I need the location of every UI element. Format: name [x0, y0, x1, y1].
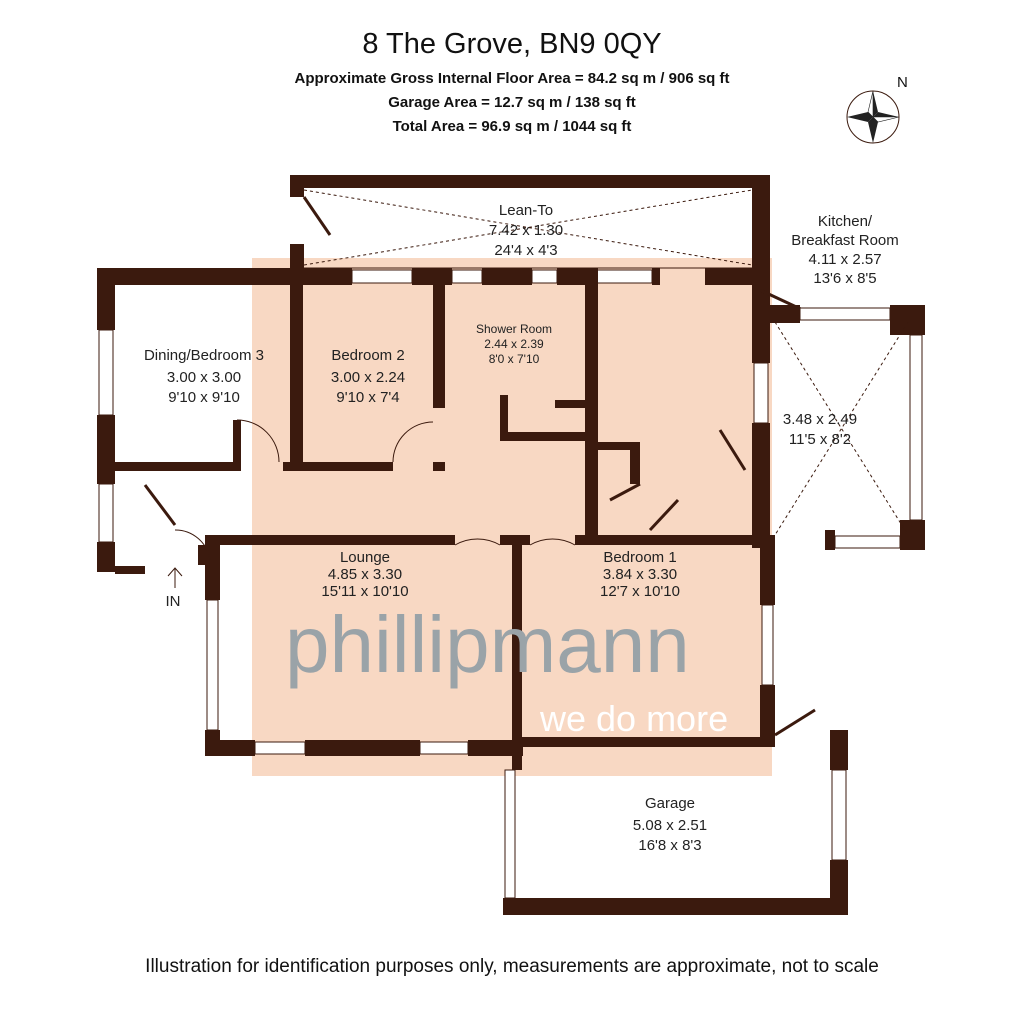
svg-text:11'5 x 8'2: 11'5 x 8'2	[789, 431, 851, 448]
svg-text:12'7 x 10'10: 12'7 x 10'10	[600, 583, 680, 600]
house-walls	[97, 268, 821, 770]
svg-text:7.42 x 1.30: 7.42 x 1.30	[489, 222, 563, 239]
watermark-brand: phillipmann	[285, 600, 690, 689]
room-bedroom-2: Bedroom 2 3.00 x 2.24 9'10 x 7'4	[331, 347, 405, 406]
porch-walls	[115, 529, 218, 574]
room-lounge: Lounge 4.85 x 3.30 15'11 x 10'10	[321, 549, 408, 600]
room-garage: Garage 5.08 x 2.51 16'8 x 8'3	[633, 795, 707, 854]
svg-text:Bedroom 1: Bedroom 1	[603, 549, 676, 566]
svg-text:Breakfast Room: Breakfast Room	[791, 232, 899, 249]
svg-text:Dining/Bedroom 3: Dining/Bedroom 3	[144, 347, 264, 364]
garage-walls	[503, 730, 848, 915]
room-lean-to: Lean-To 7.42 x 1.30 24'4 x 4'3	[489, 202, 563, 259]
garage-area: Garage Area = 12.7 sq m / 138 sq ft	[388, 94, 636, 111]
svg-text:13'6 x 8'5: 13'6 x 8'5	[813, 270, 876, 287]
watermark-tagline: we do more	[539, 698, 728, 739]
conservatory-walls	[770, 305, 925, 550]
lean-to-walls	[290, 175, 770, 290]
svg-text:Kitchen/: Kitchen/	[818, 213, 873, 230]
svg-text:24'4 x 4'3: 24'4 x 4'3	[494, 242, 557, 259]
room-shower-room: Shower Room 2.44 x 2.39 8'0 x 7'10	[476, 322, 552, 366]
svg-text:Lounge: Lounge	[340, 549, 390, 566]
entrance-arrow-icon	[167, 567, 183, 588]
room-kitchen: Kitchen/ Breakfast Room 4.11 x 2.57 13'6…	[778, 208, 910, 290]
room-conservatory: 3.48 x 2.49 11'5 x 8'2	[783, 411, 857, 448]
compass-north-label: N	[897, 74, 908, 91]
svg-text:3.00 x 2.24: 3.00 x 2.24	[331, 369, 405, 386]
svg-text:4.11 x 2.57: 4.11 x 2.57	[808, 251, 881, 268]
svg-text:Bedroom 2: Bedroom 2	[331, 347, 404, 364]
svg-text:Garage: Garage	[645, 795, 695, 812]
room-dining-bedroom-3: Dining/Bedroom 3 3.00 x 3.00 9'10 x 9'10	[144, 347, 264, 406]
entrance-label: IN	[166, 593, 181, 610]
svg-text:3.48 x 2.49: 3.48 x 2.49	[783, 411, 857, 428]
svg-text:9'10 x 9'10: 9'10 x 9'10	[168, 389, 240, 406]
disclaimer: Illustration for identification purposes…	[145, 956, 879, 977]
svg-text:15'11 x 10'10: 15'11 x 10'10	[321, 583, 408, 600]
room-bedroom-1: Bedroom 1 3.84 x 3.30 12'7 x 10'10	[600, 549, 680, 600]
compass-icon: N	[846, 74, 908, 144]
svg-text:8'0 x 7'10: 8'0 x 7'10	[489, 352, 540, 366]
svg-text:3.84 x 3.30: 3.84 x 3.30	[603, 566, 677, 583]
svg-text:16'8 x 8'3: 16'8 x 8'3	[638, 837, 701, 854]
gross-area: Approximate Gross Internal Floor Area = …	[294, 70, 730, 87]
total-area: Total Area = 96.9 sq m / 1044 sq ft	[392, 118, 632, 135]
svg-text:3.00 x 3.00: 3.00 x 3.00	[167, 369, 241, 386]
property-title: 8 The Grove, BN9 0QY	[362, 28, 662, 60]
svg-text:Shower Room: Shower Room	[476, 322, 552, 336]
svg-text:Lean-To: Lean-To	[499, 202, 553, 219]
svg-text:5.08 x 2.51: 5.08 x 2.51	[633, 817, 707, 834]
svg-text:2.44 x 2.39: 2.44 x 2.39	[484, 337, 544, 351]
svg-text:4.85 x 3.30: 4.85 x 3.30	[328, 566, 402, 583]
svg-text:9'10 x 7'4: 9'10 x 7'4	[336, 389, 399, 406]
